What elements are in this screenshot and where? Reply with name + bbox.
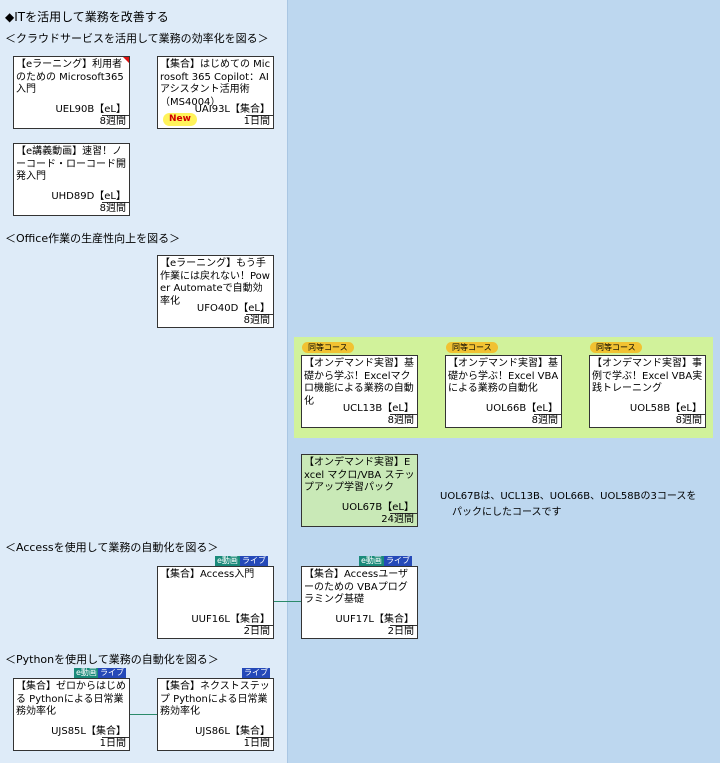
divider [390, 625, 417, 626]
course-duration: 8週間 [387, 415, 414, 426]
course-code: UCL13B【eL】 [342, 403, 414, 414]
live-tag: ライブ [98, 668, 126, 678]
course-title: 【eラーニング】利用者のための Microsoft365入門 [16, 59, 124, 95]
course-duration: 2日間 [387, 626, 414, 637]
course-card-ucl13b[interactable]: 【オンデマンド実習】基礎から学ぶ！Excelマクロ機能による業務の自動化 UCL… [301, 355, 418, 428]
course-title: 【集合】ゼロからはじめる Pythonによる日常業務効率化 [16, 681, 126, 717]
course-title: 【集合】はじめての Microsoft 365 Copilot：AIアシスタント… [160, 59, 271, 108]
divider [678, 414, 705, 415]
edouga-tag: e動画 [359, 556, 384, 566]
course-title: 【オンデマンド実習】基礎から学ぶ！Excel VBAによる業務の自動化 [448, 358, 559, 394]
course-duration: 1日間 [243, 738, 270, 749]
course-code: UHD89D【eL】 [51, 191, 126, 202]
course-card-ujs86l[interactable]: 【集合】ネクストステップ Pythonによる日常業務効率化 UJS86L【集合】… [157, 678, 274, 751]
pack-note-line1: UOL67Bは、UCL13B、UOL66B、UOL58Bの3コースを [440, 491, 697, 502]
course-title: 【オンデマンド実習】Excel マクロ/VBA ステップアップ学習パック [304, 457, 415, 493]
course-card-uol66b[interactable]: 【オンデマンド実習】基礎から学ぶ！Excel VBAによる業務の自動化 UOL6… [445, 355, 562, 428]
course-title: 【オンデマンド実習】事例で学ぶ！Excel VBA実践トレーニング [592, 358, 703, 394]
course-duration: 8週間 [531, 415, 558, 426]
course-title: 【e講義動画】速習！ノーコード・ローコード開発入門 [16, 146, 126, 182]
course-duration: 24週間 [381, 514, 414, 525]
course-duration: 2日間 [243, 626, 270, 637]
course-card-ujs85l[interactable]: 【集合】ゼロからはじめる Pythonによる日常業務効率化 UJS85L【集合】… [13, 678, 130, 751]
course-duration: 1日間 [243, 116, 270, 127]
course-code: UEL90B【eL】 [55, 104, 126, 115]
equivalent-badge: 同等コース [302, 342, 354, 353]
course-title: 【集合】ネクストステップ Pythonによる日常業務効率化 [160, 681, 270, 717]
live-tag: ライブ [242, 668, 270, 678]
course-card-ufo40d[interactable]: 【eラーニング】もう手作業には戻れない！Power Automateで自動効率化… [157, 255, 274, 328]
edouga-tag: e動画 [74, 668, 99, 678]
divider [246, 737, 273, 738]
course-duration: 8週間 [675, 415, 702, 426]
connector-line [130, 714, 157, 715]
course-code: UJS86L【集合】 [195, 726, 270, 737]
course-code: UAI93L【集合】 [194, 104, 270, 115]
course-code: UOL67B【eL】 [341, 502, 414, 513]
corner-marker [123, 57, 129, 63]
course-card-uai93l[interactable]: 【集合】はじめての Microsoft 365 Copilot：AIアシスタント… [157, 56, 274, 129]
divider [102, 115, 129, 116]
course-card-uuf16l[interactable]: 【集合】Access入門 UUF16L【集合】 2日間 [157, 566, 274, 639]
live-tag: ライブ [240, 556, 268, 566]
course-duration: 8週間 [243, 315, 270, 326]
course-title: 【eラーニング】もう手作業には戻れない！Power Automateで自動効率化 [160, 258, 270, 307]
edouga-tag: e動画 [215, 556, 240, 566]
divider [246, 314, 273, 315]
course-card-uel90b[interactable]: 【eラーニング】利用者のための Microsoft365入門 UEL90B【eL… [13, 56, 130, 129]
course-duration: 8週間 [99, 203, 126, 214]
divider [390, 414, 417, 415]
divider [390, 513, 417, 514]
course-code: UUF16L【集合】 [191, 614, 270, 625]
course-card-uhd89d[interactable]: 【e講義動画】速習！ノーコード・ローコード開発入門 UHD89D【eL】 8週間 [13, 143, 130, 216]
course-title: 【オンデマンド実習】基礎から学ぶ！Excelマクロ機能による業務の自動化 [304, 358, 414, 407]
section-office: ＜Office作業の生産性向上を図る＞ [5, 232, 181, 245]
course-code: UOL66B【eL】 [485, 403, 558, 414]
divider [102, 202, 129, 203]
pack-note: UOL67Bは、UCL13B、UOL66B、UOL58Bの3コースを パックにし… [440, 489, 696, 521]
course-title: 【集合】Accessユーザーのための VBAプログラミング基礎 [304, 569, 409, 605]
course-card-uuf17l[interactable]: 【集合】Accessユーザーのための VBAプログラミング基礎 UUF17L【集… [301, 566, 418, 639]
divider [246, 625, 273, 626]
page-title: ◆ITを活用して業務を改善する [5, 10, 169, 24]
section-python: ＜Pythonを使用して業務の自動化を図る＞ [5, 653, 219, 666]
new-badge: New [163, 113, 197, 126]
course-duration: 8週間 [99, 116, 126, 127]
course-code: UJS85L【集合】 [51, 726, 126, 737]
course-code: UFO40D【eL】 [196, 303, 270, 314]
course-code: UOL58B【eL】 [629, 403, 702, 414]
section-access: ＜Accessを使用して業務の自動化を図る＞ [5, 541, 219, 554]
equivalent-badge: 同等コース [590, 342, 642, 353]
course-code: UUF17L【集合】 [335, 614, 414, 625]
course-title: 【集合】Access入門 [160, 569, 255, 580]
course-card-uol58b[interactable]: 【オンデマンド実習】事例で学ぶ！Excel VBA実践トレーニング UOL58B… [589, 355, 706, 428]
panel-divider [287, 0, 288, 763]
course-duration: 1日間 [99, 738, 126, 749]
live-tag: ライブ [384, 556, 412, 566]
divider [534, 414, 561, 415]
divider [246, 115, 273, 116]
equivalent-badge: 同等コース [446, 342, 498, 353]
course-card-uol67b[interactable]: 【オンデマンド実習】Excel マクロ/VBA ステップアップ学習パック UOL… [301, 454, 418, 527]
pack-note-line2: パックにしたコースです [452, 507, 562, 518]
divider [102, 737, 129, 738]
section-cloud: ＜クラウドサービスを活用して業務の効率化を図る＞ [5, 32, 269, 45]
connector-line [274, 601, 301, 602]
